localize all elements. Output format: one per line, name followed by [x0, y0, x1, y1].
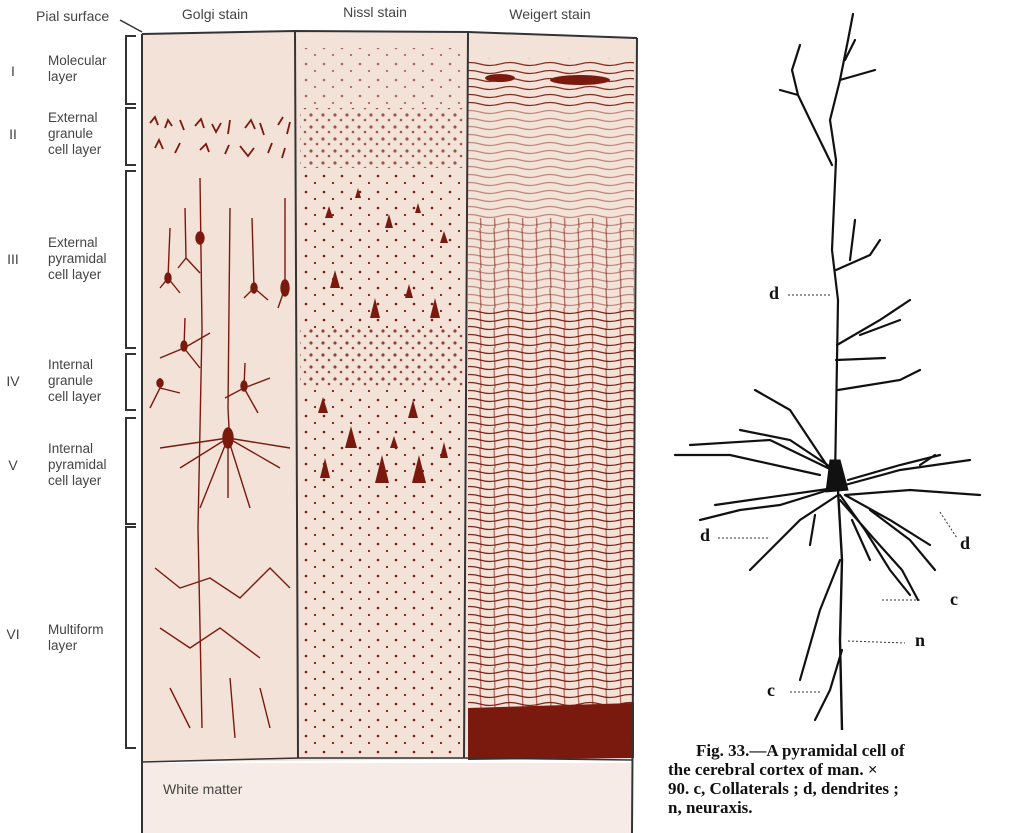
layer-bracket [125, 170, 136, 349]
layer-bracket [125, 526, 136, 749]
layer-name-line: layer [48, 69, 78, 84]
layer-bracket [125, 353, 136, 411]
layer-name-line: External [48, 235, 98, 250]
layer-name-line: granule [48, 373, 94, 388]
layer-name-line: Multiform [48, 622, 104, 637]
layer-name-line: cell layer [48, 142, 102, 157]
layer-name: External granule cell layer [48, 110, 101, 158]
layer-name: Molecular layer [48, 53, 107, 85]
figure-caption: Fig. 33.—A pyramidal cell of the cerebra… [668, 741, 988, 817]
layer-bracket [125, 107, 136, 166]
column-title-golgi: Golgi stain [181, 6, 249, 22]
column-title-weigert: Weigert stain [509, 6, 591, 22]
layer-numeral: II [9, 126, 17, 142]
stain-panels [141, 29, 638, 833]
layer-name-line: Internal [48, 441, 94, 456]
layer-name-line: granule [48, 126, 94, 141]
layer-bracket [125, 417, 136, 525]
pial-surface-label: Pial surface [36, 8, 110, 24]
label-c-bottom: c [767, 680, 775, 700]
golgi-stain-column [149, 115, 291, 739]
layer-name: Multiform layer [48, 622, 104, 654]
column-title-nissl: Nissl stain [343, 4, 407, 20]
layer-numeral: I [11, 63, 15, 79]
pyramidal-cell-drawing [673, 12, 982, 730]
label-n: n [915, 630, 926, 650]
layer-name-line: pyramidal [48, 251, 107, 266]
layer-name-line: Molecular [48, 53, 107, 68]
layer-bracket [125, 35, 136, 105]
caption-line: n, neuraxis. [668, 798, 753, 817]
layer-name-line: pyramidal [48, 457, 107, 472]
layer-name: Internal granule cell layer [48, 357, 101, 405]
caption-line: 90. c, Collaterals ; d, dendrites ; [668, 779, 899, 798]
layer-numeral: III [7, 251, 19, 267]
pial-surface-pointer [119, 19, 143, 33]
layer-name-line: Internal [48, 357, 94, 372]
weigert-stain-column [468, 58, 634, 760]
white-matter-label: White matter [163, 781, 243, 797]
layer-name: External pyramidal cell layer [48, 235, 107, 283]
layer-numeral: V [8, 457, 18, 473]
layer-name: Internal pyramidal cell layer [48, 441, 107, 489]
nissl-stain-column [300, 48, 465, 758]
label-d-left: d [700, 525, 711, 545]
layer-name-line: cell layer [48, 473, 102, 488]
label-c-right: c [950, 589, 958, 609]
caption-line: Fig. 33.—A pyramidal cell of [696, 741, 905, 760]
layer-numeral: IV [6, 373, 20, 389]
layer-name-line: layer [48, 638, 78, 653]
caption-line: the cerebral cortex of man. × [668, 760, 878, 779]
layer-name-line: cell layer [48, 389, 102, 404]
layer-name-line: cell layer [48, 267, 102, 282]
label-d-right: d [960, 533, 971, 553]
label-d-top: d [769, 283, 780, 303]
layer-name-line: External [48, 110, 98, 125]
layer-numeral: VI [6, 626, 20, 642]
